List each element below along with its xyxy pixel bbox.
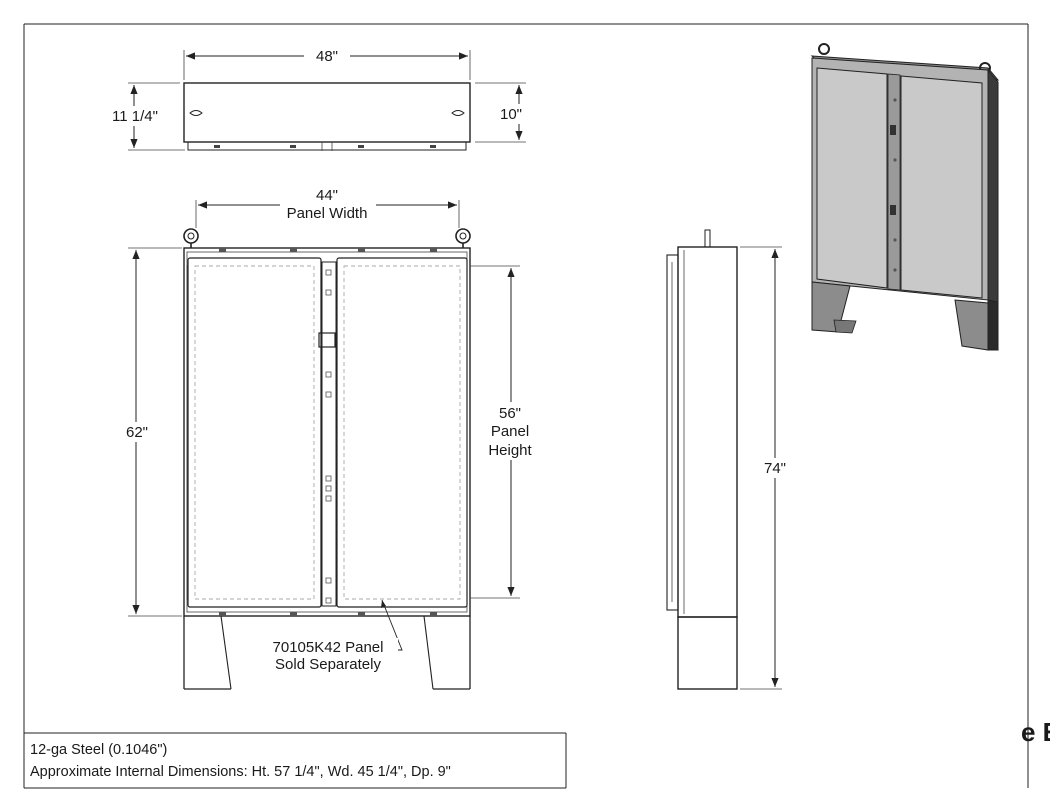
internal-dimensions-note: Approximate Internal Dimensions: Ht. 57 … <box>30 764 451 780</box>
body-height-label: 62" <box>126 424 148 441</box>
lifting-eye-left <box>183 228 199 248</box>
top-depth-label: 10" <box>500 106 522 123</box>
top-width-label: 48" <box>316 48 338 65</box>
cropped-edge-text: e E <box>1021 717 1050 747</box>
isometric-view <box>810 43 1000 351</box>
panel-callout-line2: Sold Separately <box>275 656 381 673</box>
iso-left-door <box>816 67 888 289</box>
side-view: 74" <box>666 229 796 690</box>
left-door <box>187 257 322 608</box>
panel-height-value: 56" <box>499 405 521 422</box>
right-door <box>336 257 468 608</box>
material-note: 12-ga Steel (0.1046") <box>30 742 167 758</box>
door-latch <box>318 332 336 348</box>
drawing-frame <box>23 23 1029 789</box>
panel-width-value: 44" <box>316 187 338 204</box>
iso-right-door <box>900 75 983 299</box>
side-height-label: 74" <box>764 460 786 477</box>
panel-height-line1: Panel <box>491 423 529 440</box>
lifting-eye-right <box>455 228 471 248</box>
front-view: 44" Panel Width 62" 56" Panel Height 701… <box>116 186 540 690</box>
panel-height-line2: Height <box>488 442 532 459</box>
top-depth-overall-label: 11 1/4" <box>112 108 158 125</box>
front-legs <box>183 615 471 690</box>
top-view: 48" 11 1/4" 10" <box>104 46 542 151</box>
panel-callout-line1: 70105K42 Panel <box>273 639 384 656</box>
panel-width-label: Panel Width <box>287 205 368 222</box>
center-post <box>321 261 337 607</box>
